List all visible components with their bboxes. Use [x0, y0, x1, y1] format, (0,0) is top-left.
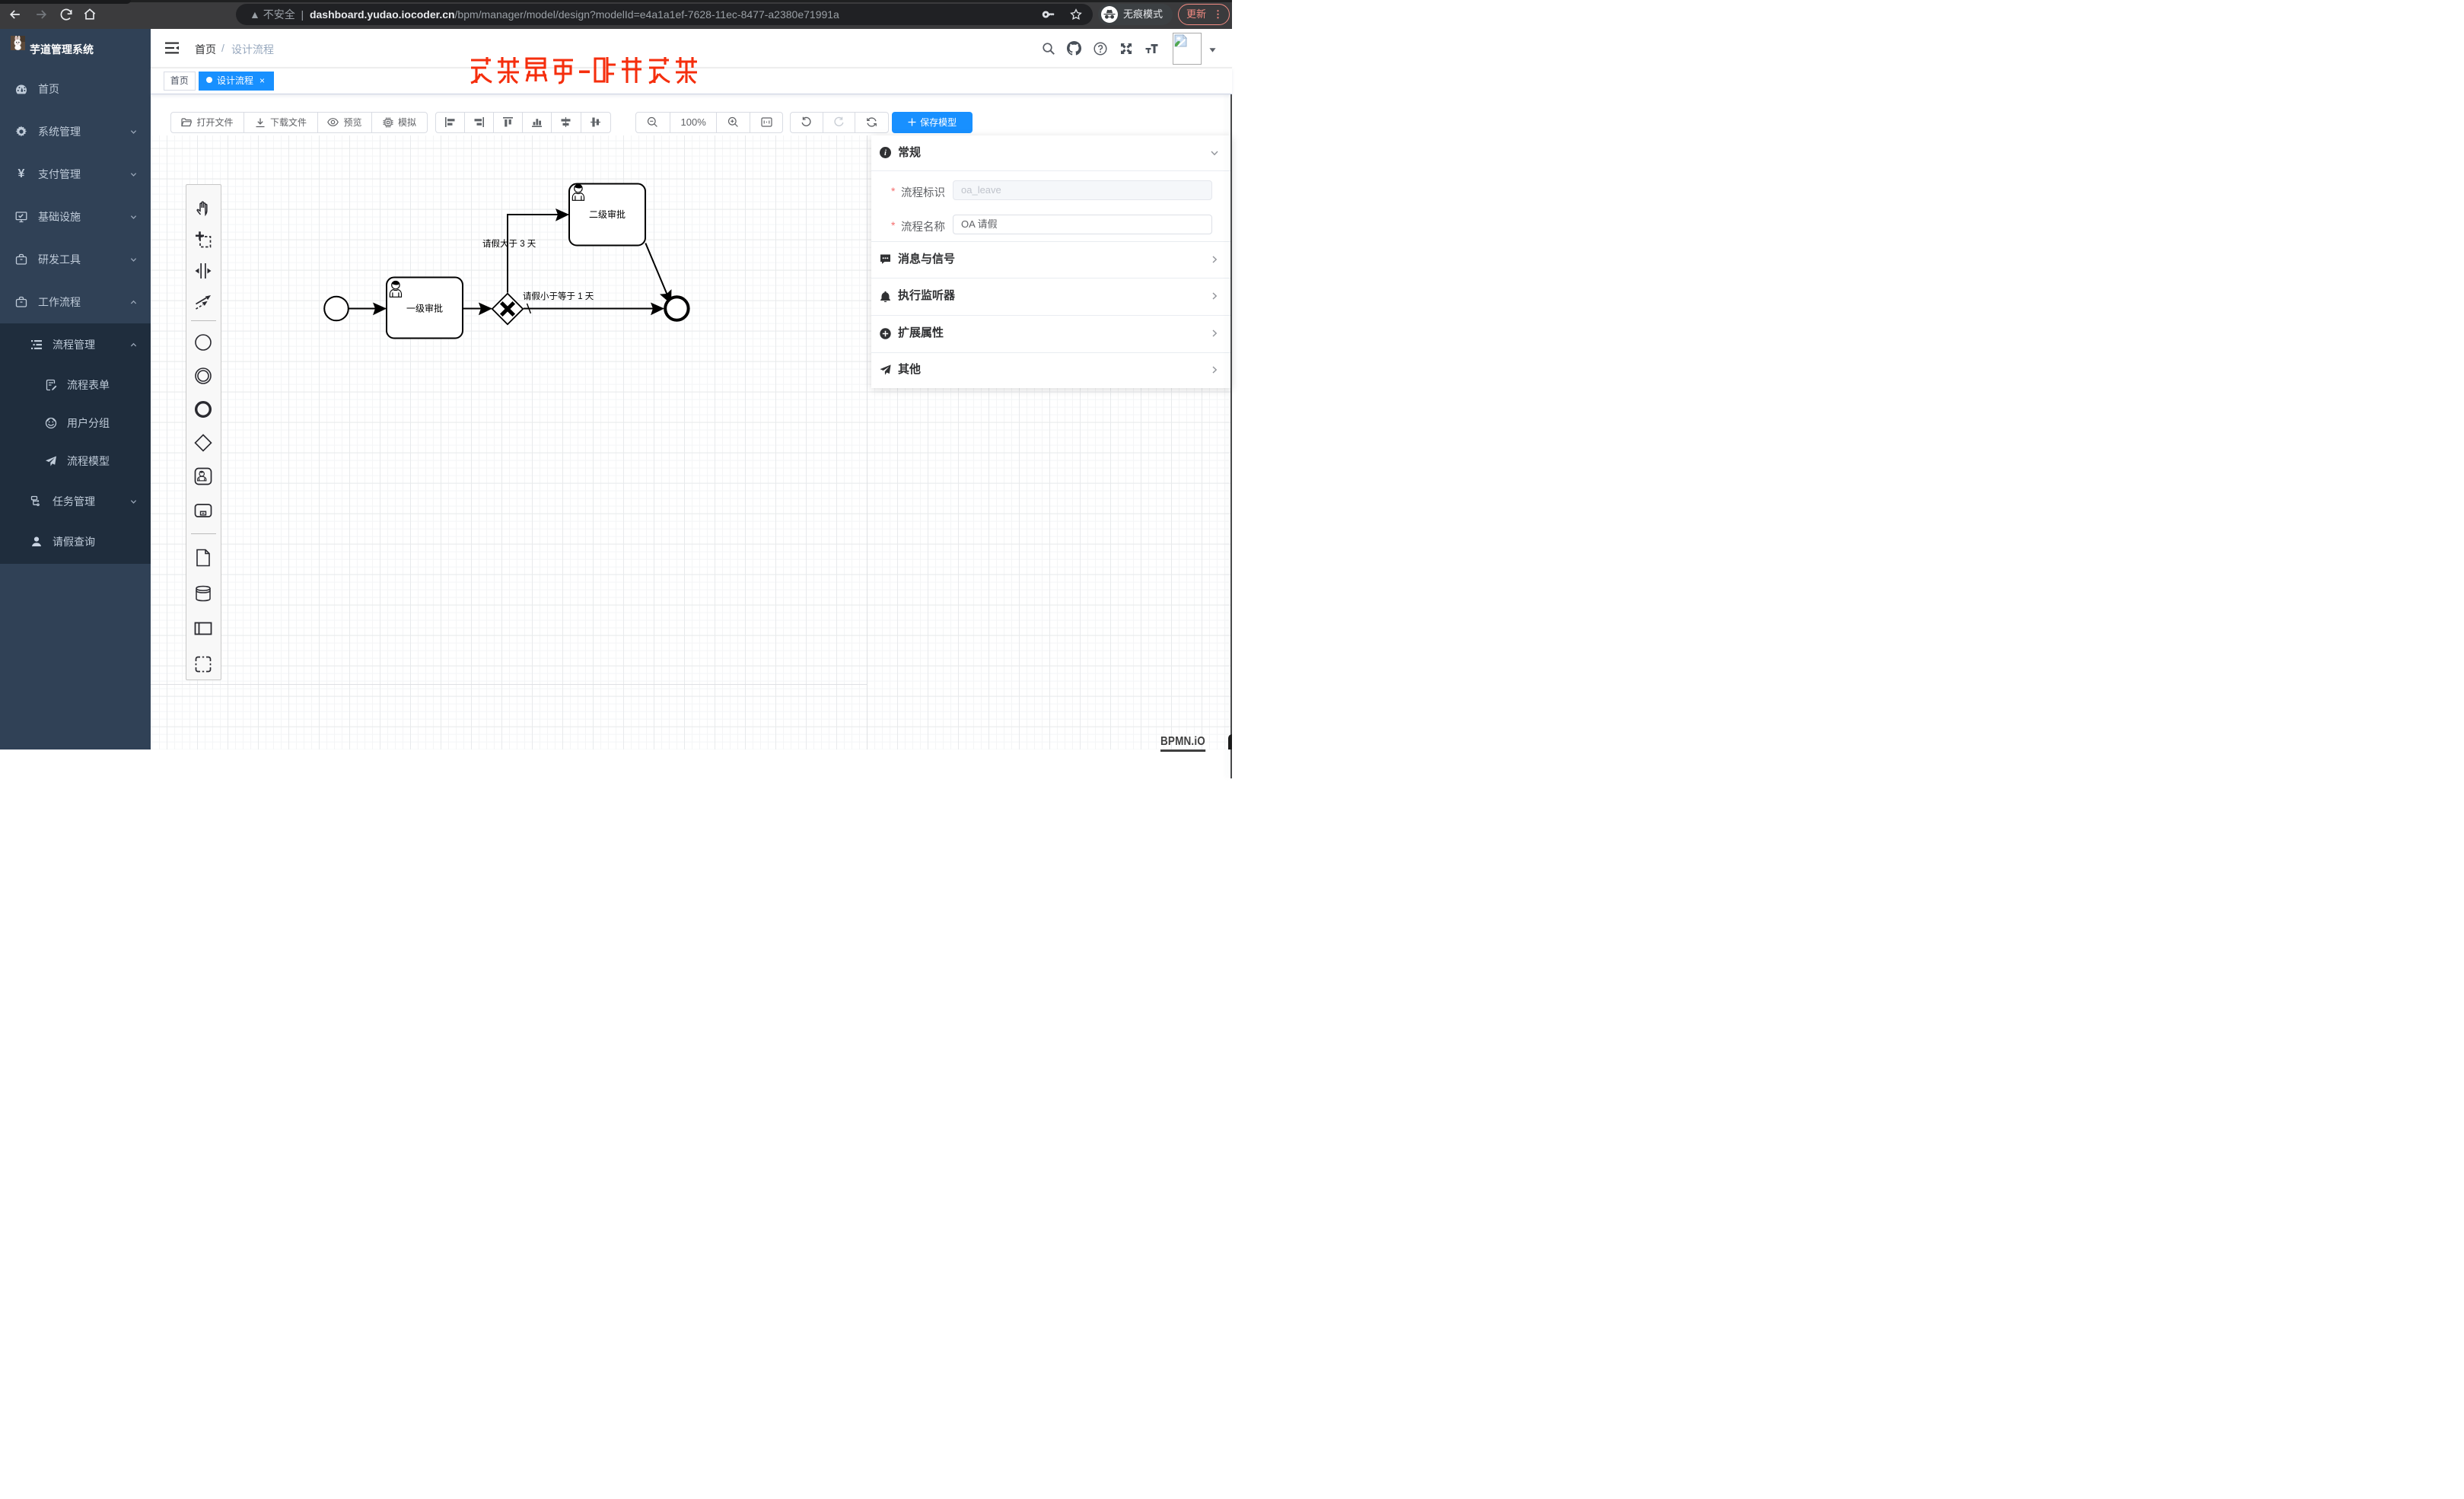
svg-text:i: i	[884, 149, 887, 158]
svg-text:一级审批: 一级审批	[406, 302, 443, 313]
svg-text:请假大于 3 天: 请假大于 3 天	[482, 238, 536, 249]
svg-text:请假小于等于 1 天: 请假小于等于 1 天	[523, 291, 594, 301]
svg-text:二级审批: 二级审批	[589, 208, 626, 220]
